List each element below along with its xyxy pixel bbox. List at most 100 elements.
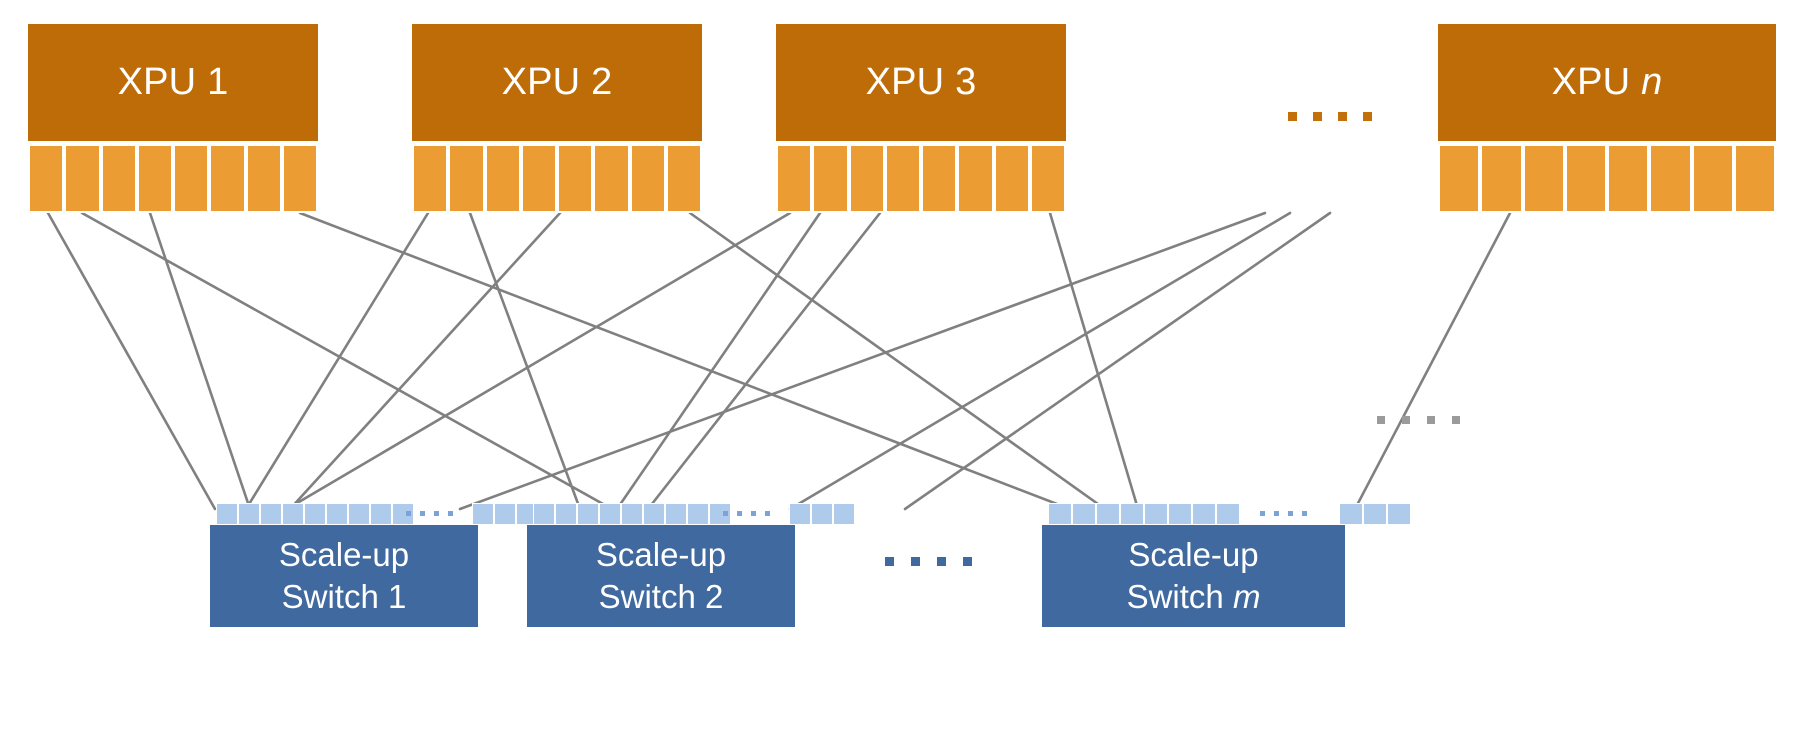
xpu-port[interactable] bbox=[281, 144, 318, 213]
xpu-port[interactable] bbox=[1438, 144, 1481, 213]
xpu-port[interactable] bbox=[1649, 144, 1692, 213]
switch-port[interactable] bbox=[370, 503, 392, 525]
switch-port[interactable] bbox=[1339, 503, 1363, 525]
switch-port[interactable] bbox=[1168, 503, 1192, 525]
switch-node-m[interactable]: Scale-up Switch m bbox=[1042, 503, 1411, 627]
ellipsis-dot bbox=[765, 511, 770, 516]
switch-port[interactable] bbox=[326, 503, 348, 525]
xpu-port[interactable] bbox=[1733, 144, 1776, 213]
switch-port-ellipsis-1 bbox=[406, 511, 453, 516]
link-line bbox=[458, 211, 1267, 511]
switch-port[interactable] bbox=[1192, 503, 1216, 525]
switch-port[interactable] bbox=[555, 503, 577, 525]
ellipsis-dot bbox=[911, 557, 920, 566]
xpu-node-1[interactable]: XPU 1 bbox=[28, 24, 318, 213]
xpu-port[interactable] bbox=[1607, 144, 1650, 213]
switch-port[interactable] bbox=[687, 503, 709, 525]
switch-port[interactable] bbox=[472, 503, 494, 525]
switch-port[interactable] bbox=[599, 503, 621, 525]
switch-port[interactable] bbox=[1048, 503, 1072, 525]
xpu-port[interactable] bbox=[1029, 144, 1066, 213]
ellipsis-dot bbox=[1452, 416, 1460, 424]
switch-port[interactable] bbox=[1072, 503, 1096, 525]
xpu-port-row-2 bbox=[412, 144, 702, 213]
switch-port[interactable] bbox=[494, 503, 516, 525]
xpu-port[interactable] bbox=[209, 144, 246, 213]
xpu-port[interactable] bbox=[173, 144, 210, 213]
switch-label-2-index: 2 bbox=[705, 578, 724, 615]
switch-port-row-1-right bbox=[472, 503, 538, 525]
switch-port[interactable] bbox=[643, 503, 665, 525]
ellipsis-dot bbox=[1260, 511, 1265, 516]
xpu-port[interactable] bbox=[484, 144, 521, 213]
xpu-port[interactable] bbox=[1480, 144, 1523, 213]
xpu-port[interactable] bbox=[136, 144, 173, 213]
switch-port[interactable] bbox=[665, 503, 687, 525]
xpu-port[interactable] bbox=[593, 144, 630, 213]
switch-port[interactable] bbox=[348, 503, 370, 525]
xpu-port[interactable] bbox=[64, 144, 101, 213]
xpu-port[interactable] bbox=[412, 144, 449, 213]
xpu-body-2: XPU 2 bbox=[412, 24, 702, 141]
switch-label-1-line2: Switch 1 bbox=[281, 578, 407, 615]
switch-port[interactable] bbox=[392, 503, 414, 525]
xpu-port[interactable] bbox=[848, 144, 885, 213]
xpu-port[interactable] bbox=[557, 144, 594, 213]
xpu-port-row-1 bbox=[28, 144, 318, 213]
xpu-port[interactable] bbox=[776, 144, 813, 213]
ellipsis-dot bbox=[1313, 112, 1322, 121]
switch-label-1-index: 1 bbox=[388, 578, 407, 615]
switch-row-ellipsis bbox=[885, 557, 972, 566]
switch-port[interactable] bbox=[1096, 503, 1120, 525]
xpu-port[interactable] bbox=[448, 144, 485, 213]
link-line bbox=[903, 211, 1332, 511]
switch-port[interactable] bbox=[811, 503, 833, 525]
xpu-port[interactable] bbox=[100, 144, 137, 213]
ellipsis-dot bbox=[1288, 112, 1297, 121]
ellipsis-dot bbox=[1402, 416, 1410, 424]
switch-port[interactable] bbox=[709, 503, 731, 525]
switch-port[interactable] bbox=[1216, 503, 1240, 525]
xpu-label-1: XPU 1 bbox=[117, 61, 229, 103]
switch-port[interactable] bbox=[260, 503, 282, 525]
switch-port[interactable] bbox=[216, 503, 238, 525]
xpu-port[interactable] bbox=[665, 144, 702, 213]
xpu-port[interactable] bbox=[520, 144, 557, 213]
switch-port[interactable] bbox=[282, 503, 304, 525]
switch-port[interactable] bbox=[789, 503, 811, 525]
switch-port[interactable] bbox=[577, 503, 599, 525]
switch-port[interactable] bbox=[1120, 503, 1144, 525]
xpu-port[interactable] bbox=[28, 144, 65, 213]
switch-port-row-m-right bbox=[1339, 503, 1411, 525]
xpu-port[interactable] bbox=[884, 144, 921, 213]
switch-port[interactable] bbox=[1144, 503, 1168, 525]
switch-port[interactable] bbox=[1387, 503, 1411, 525]
xpu-node-3[interactable]: XPU 3 bbox=[776, 24, 1066, 213]
xpu-row-ellipsis bbox=[1288, 112, 1372, 121]
switch-port[interactable] bbox=[1363, 503, 1387, 525]
xpu-port[interactable] bbox=[1691, 144, 1734, 213]
switch-port[interactable] bbox=[533, 503, 555, 525]
xpu-port-row-3 bbox=[776, 144, 1066, 213]
xpu-port[interactable] bbox=[1522, 144, 1565, 213]
xpu-port[interactable] bbox=[629, 144, 666, 213]
switch-port[interactable] bbox=[833, 503, 855, 525]
link-line bbox=[244, 211, 430, 511]
link-line bbox=[298, 211, 1072, 511]
switch-node-1[interactable]: Scale-up Switch 1 bbox=[210, 503, 538, 627]
xpu-port[interactable] bbox=[957, 144, 994, 213]
switch-label-m-line1: Scale-up bbox=[1128, 535, 1259, 573]
switch-port[interactable] bbox=[304, 503, 326, 525]
xpu-port[interactable] bbox=[993, 144, 1030, 213]
xpu-node-2[interactable]: XPU 2 bbox=[412, 24, 702, 213]
xpu-port[interactable] bbox=[812, 144, 849, 213]
xpu-node-n[interactable]: XPU n bbox=[1438, 24, 1776, 213]
switch-node-2[interactable]: Scale-up Switch 2 bbox=[527, 503, 855, 627]
switch-port[interactable] bbox=[621, 503, 643, 525]
switch-port[interactable] bbox=[238, 503, 260, 525]
xpu-port[interactable] bbox=[921, 144, 958, 213]
xpu-port[interactable] bbox=[1564, 144, 1607, 213]
ellipsis-dot bbox=[1288, 511, 1293, 516]
ellipsis-dot bbox=[1302, 511, 1307, 516]
xpu-port[interactable] bbox=[245, 144, 282, 213]
